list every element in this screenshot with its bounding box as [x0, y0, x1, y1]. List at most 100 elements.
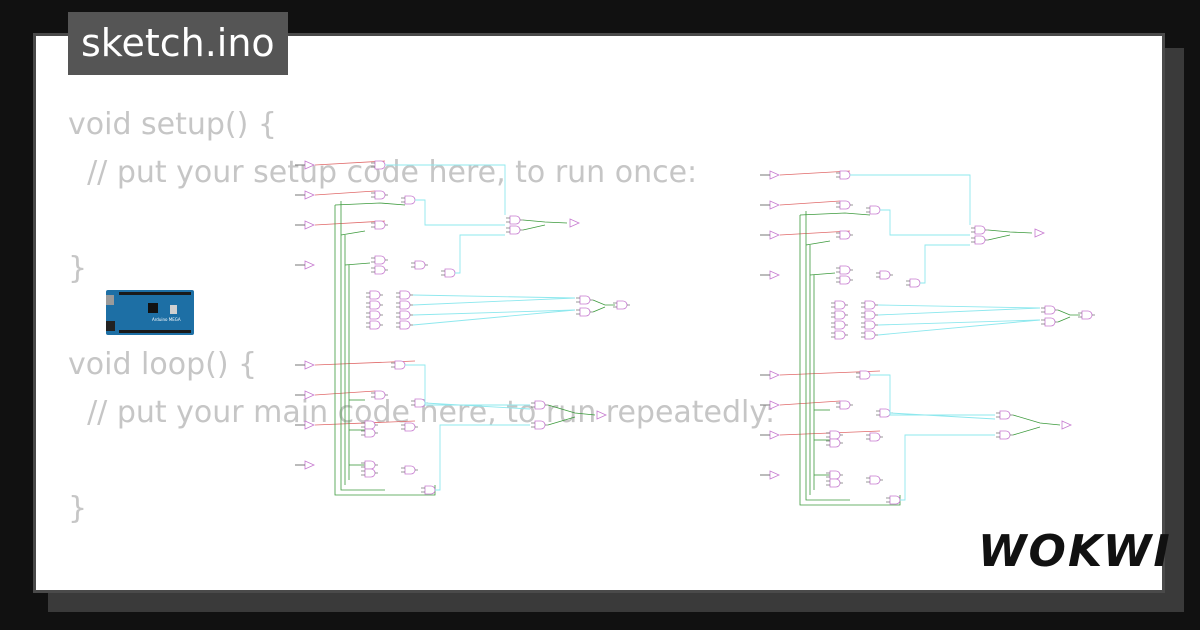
logic-gate: [364, 460, 376, 470]
logic-gate: [834, 310, 846, 320]
wire: [455, 234, 505, 274]
logic-gate: [374, 255, 386, 265]
wire: [412, 297, 576, 306]
board-label: Arduino MEGA: [152, 317, 181, 322]
logic-gate: [864, 310, 876, 320]
logic-buffer: [769, 470, 780, 480]
logic-buffer: [304, 360, 315, 370]
code-line: }: [68, 251, 88, 286]
wire: [344, 262, 371, 266]
logic-gate: [974, 235, 986, 245]
logic-buffer: [769, 230, 780, 240]
logic-gate: [829, 478, 841, 488]
logic-gate: [369, 320, 381, 330]
logic-gate: [369, 310, 381, 320]
wire: [880, 209, 970, 236]
logic-gate: [974, 225, 986, 235]
logic-gate: [374, 190, 386, 200]
wire: [547, 404, 596, 416]
logic-gate: [909, 278, 921, 288]
logic-gate: [374, 390, 386, 400]
wire: [435, 424, 530, 491]
wire: [799, 212, 871, 216]
wire: [1057, 316, 1071, 323]
code-line: void setup() {: [68, 107, 277, 142]
wire: [522, 219, 568, 224]
wire: [314, 190, 376, 196]
code-line: // put your setup code here, to run once…: [68, 155, 698, 190]
logic-gate: [616, 300, 628, 310]
logic-gate: [839, 400, 851, 410]
wire: [799, 215, 901, 506]
logic-buffer: [304, 190, 315, 200]
code-line: // put your main code here, to run repea…: [68, 395, 776, 430]
wire: [314, 160, 386, 166]
logic-gate: [424, 485, 436, 495]
wire: [385, 164, 506, 215]
logic-gate: [369, 300, 381, 310]
logic-buffer: [769, 400, 780, 410]
logic-gate: [399, 320, 411, 330]
wire: [779, 170, 851, 176]
logic-gate: [834, 320, 846, 330]
logic-gate: [839, 170, 851, 180]
logic-gate: [394, 360, 406, 370]
logic-gate: [834, 300, 846, 310]
logic-gate: [839, 265, 851, 275]
code-line: void loop() {: [68, 347, 258, 382]
logic-gate: [399, 300, 411, 310]
logic-gate: [999, 410, 1011, 420]
logic-buffer: [304, 160, 315, 170]
code-line: }: [68, 491, 88, 526]
logic-gate: [399, 290, 411, 300]
logic-gate: [374, 160, 386, 170]
logic-gate: [579, 307, 591, 317]
logic-gate: [869, 475, 881, 485]
logic-buffer: [769, 200, 780, 210]
logic-buffer: [304, 390, 315, 400]
logic-gate: [869, 432, 881, 442]
logic-gate: [534, 400, 546, 410]
wire: [877, 304, 1041, 309]
logic-gate: [1044, 305, 1056, 315]
wire: [334, 202, 406, 206]
wire: [779, 200, 841, 206]
wokwi-logo: WOKWI: [978, 526, 1172, 577]
logic-gate: [829, 470, 841, 480]
logic-buffer: [304, 220, 315, 230]
logic-gate: [414, 260, 426, 270]
wire: [987, 234, 1011, 241]
logic-gate: [829, 438, 841, 448]
wire: [415, 199, 505, 226]
logic-gate: [414, 398, 426, 408]
wire: [547, 416, 576, 426]
logic-gate: [839, 200, 851, 210]
logic-gate: [404, 195, 416, 205]
wire: [870, 374, 995, 416]
wire: [340, 230, 366, 236]
logic-gate: [374, 265, 386, 275]
logic-gate: [889, 495, 901, 505]
logic-gate: [1044, 317, 1056, 327]
wire: [805, 240, 831, 246]
logic-buffer: [1034, 228, 1045, 238]
logic-gate: [859, 370, 871, 380]
logic-gate: [1081, 310, 1093, 320]
wire: [405, 364, 530, 406]
wire: [877, 307, 1041, 316]
wire: [920, 244, 970, 284]
wire: [412, 309, 576, 316]
logic-buffer: [769, 430, 780, 440]
logic-gate: [879, 270, 891, 280]
logic-gate: [839, 230, 851, 240]
wire: [900, 434, 995, 501]
logic-gate: [369, 290, 381, 300]
wire: [779, 230, 851, 236]
logic-buffer: [304, 260, 315, 270]
wire: [412, 309, 576, 326]
wire: [592, 299, 615, 306]
logic-buffer: [769, 370, 780, 380]
wire: [334, 205, 436, 496]
logic-gate: [999, 430, 1011, 440]
